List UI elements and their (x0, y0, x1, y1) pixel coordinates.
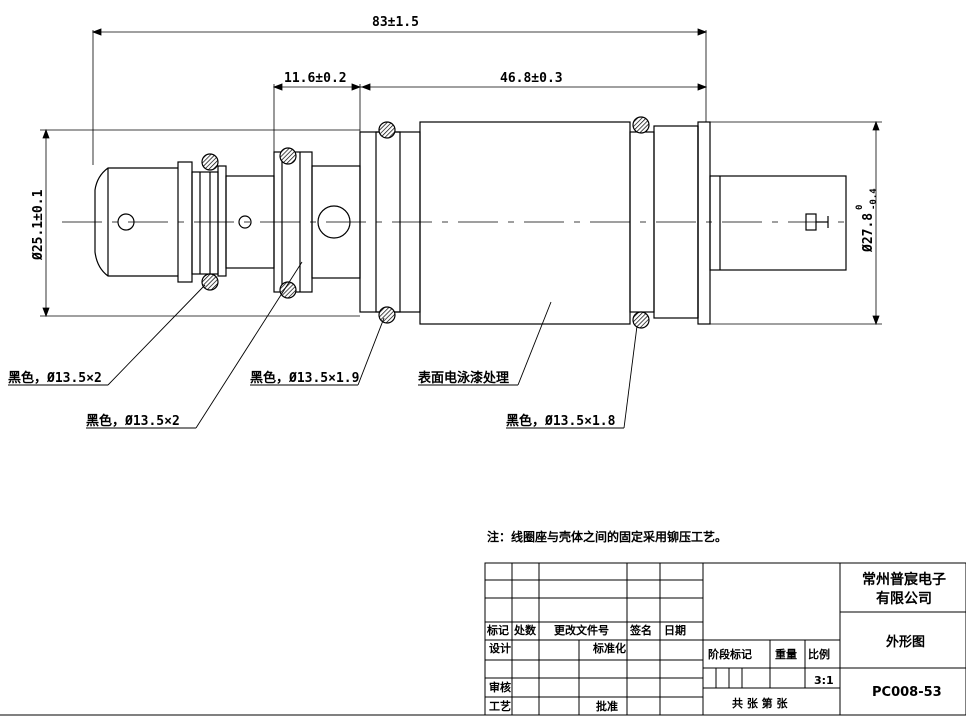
tb-role-design: 设计 (489, 641, 511, 655)
tb-role-review: 审核 (489, 680, 511, 694)
tb-drawing-name: 外形图 (885, 634, 925, 650)
tb-company-line1: 常州普宸电子 (862, 571, 946, 588)
o-rings (201, 116, 650, 329)
left-nose (94, 167, 178, 277)
dim-right-tol-upper: 0 (855, 205, 865, 210)
body-hole-small (238, 215, 252, 229)
tb-header-count: 处数 (513, 623, 537, 637)
o-ring-icon (378, 121, 396, 139)
tb-weight: 重量 (775, 647, 797, 661)
tb-scale-label: 比例 (808, 647, 830, 661)
tb-stage-mark: 阶段标记 (708, 647, 752, 661)
tb-header-doc: 更改文件号 (554, 623, 609, 637)
part-outline (62, 121, 848, 325)
dim-right-tol-lower: -0.4 (869, 188, 879, 210)
title-block (0, 562, 966, 716)
dimension-labels: 83±1.5 11.6±0.2 46.8±0.3 Ø25.1±0.1 Ø27.8… (31, 15, 879, 261)
o-ring-icon (279, 147, 297, 165)
o-ring-icon (632, 311, 650, 329)
callout-oring-2: 黑色，Ø13.5×2 (86, 413, 180, 429)
tb-company-line2: 有限公司 (876, 590, 932, 607)
dim-right-diameter: Ø27.8 (861, 213, 876, 253)
leader-lines (8, 261, 638, 429)
tb-role-standard: 标准化 (592, 641, 626, 655)
tb-scale-value: 3:1 (814, 674, 834, 687)
o-ring-icon (201, 273, 219, 291)
tb-header-date: 日期 (664, 623, 686, 637)
tb-role-approve: 批准 (596, 699, 618, 713)
dim-segment-b: 46.8±0.3 (500, 71, 563, 86)
tb-sheets: 共 张 第 张 (732, 696, 788, 710)
o-ring-icon (201, 153, 219, 171)
dim-segment-a: 11.6±0.2 (284, 71, 347, 86)
title-block-text: 标记 处数 更改文件号 签名 日期 设计 标准化 审核 工艺 批准 阶段标记 重… (486, 571, 946, 713)
callouts: 黑色，Ø13.5×2 黑色，Ø13.5×2 黑色，Ø13.5×1.9 表面电泳漆… (8, 370, 616, 429)
tb-header-mark: 标记 (486, 623, 509, 637)
tb-drawing-number: PC008-53 (872, 685, 942, 700)
tb-header-sign: 签名 (629, 623, 652, 637)
callout-oring-4: 黑色，Ø13.5×1.8 (506, 413, 616, 429)
dim-overall-length: 83±1.5 (372, 15, 419, 30)
o-ring-icon (279, 281, 297, 299)
nose-hole (117, 213, 135, 231)
callout-oring-1: 黑色，Ø13.5×2 (8, 370, 102, 386)
main-housing (419, 121, 631, 325)
body-hole-large (317, 205, 351, 239)
callout-surface: 表面电泳漆处理 (417, 370, 509, 386)
o-ring-icon (632, 116, 650, 134)
o-ring-icon (378, 306, 396, 324)
dim-left-diameter: Ø25.1±0.1 (31, 189, 46, 261)
callout-oring-3: 黑色，Ø13.5×1.9 (250, 370, 359, 386)
dimension-lines (40, 28, 882, 326)
tb-role-process: 工艺 (489, 699, 511, 713)
right-terminal (709, 175, 847, 271)
process-note: 注：线圈座与壳体之间的固定采用铆压工艺。 (487, 529, 727, 544)
